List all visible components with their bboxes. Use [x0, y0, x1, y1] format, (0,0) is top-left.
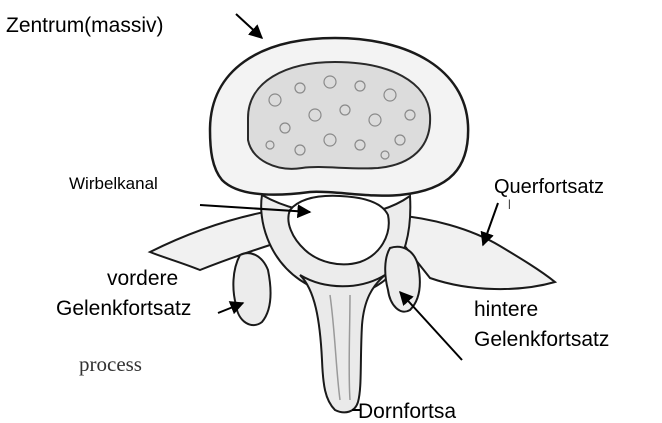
left-articular-process	[233, 253, 270, 325]
arrow-hintere	[400, 292, 462, 360]
label-zentrum: Zentrum(massiv)	[6, 14, 164, 37]
label-hintere-1: hintere	[474, 298, 538, 321]
arrow-zentrum	[236, 14, 262, 38]
label-querfortsatz: Querfortsatz	[494, 176, 604, 198]
spinous-shading-2	[349, 295, 350, 400]
right-articular-process	[385, 247, 420, 312]
label-process: process	[79, 353, 142, 376]
label-vordere-2: Gelenkfortsatz	[56, 297, 191, 320]
label-dornfortsatz: Dornfortsa	[358, 400, 456, 423]
label-hintere-2: Gelenkfortsatz	[474, 328, 609, 351]
spinous-process	[300, 275, 385, 412]
label-wirbelkanal: Wirbelkanal	[69, 175, 158, 194]
label-querfortsatz-mark: |	[508, 199, 511, 210]
label-vordere-1: vordere	[107, 267, 178, 290]
arrow-querfortsatz	[483, 203, 498, 245]
cancellous-bone	[248, 62, 430, 169]
